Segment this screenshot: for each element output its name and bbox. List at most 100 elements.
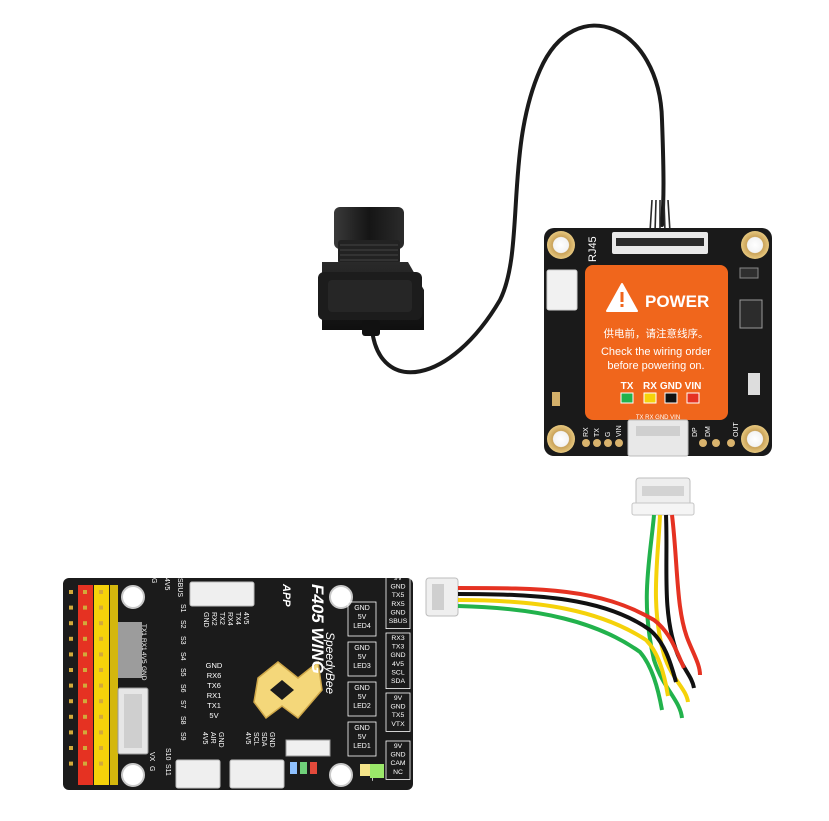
port-label: GND bbox=[390, 752, 405, 759]
vtx-pad-label: G bbox=[605, 432, 612, 437]
connector-pin-labels: TX RX GND VIN bbox=[636, 415, 680, 421]
uart-label: 5V bbox=[209, 711, 218, 720]
header-pin bbox=[83, 683, 87, 688]
header-pin bbox=[99, 746, 103, 750]
header-pin bbox=[83, 699, 87, 704]
pin-color-tx bbox=[620, 392, 634, 404]
vtx-board: POWER 供电前，请注意线序。 Check the wiring order … bbox=[544, 228, 772, 457]
header-pin bbox=[69, 714, 73, 719]
servo-label: S4 bbox=[179, 652, 186, 661]
vtx-pad-label: RX bbox=[583, 427, 590, 437]
header-pin bbox=[99, 668, 103, 672]
servo-label: S7 bbox=[179, 700, 186, 709]
servo-label: S6 bbox=[179, 684, 186, 693]
header-pin bbox=[83, 730, 87, 735]
fc-title: F405 WING bbox=[308, 584, 327, 674]
led-label: 5V bbox=[358, 734, 367, 741]
pin-label-vin: VIN bbox=[685, 381, 702, 392]
header-pin bbox=[99, 683, 103, 688]
header-pin bbox=[69, 699, 73, 704]
pin-label-rx: RX bbox=[643, 381, 657, 392]
vtx-pad bbox=[615, 439, 623, 447]
header-pin bbox=[99, 605, 103, 610]
uart-label: TX2 bbox=[218, 612, 225, 625]
fc-led-w: W bbox=[370, 790, 380, 799]
header-pin bbox=[83, 590, 87, 594]
servo-label: S5 bbox=[179, 668, 186, 677]
uart-label: RX1 bbox=[207, 691, 222, 700]
header-pin bbox=[69, 746, 73, 750]
warning-title: POWER bbox=[645, 292, 709, 311]
led-group-box bbox=[347, 721, 377, 757]
header-pin bbox=[69, 636, 73, 641]
fc-subtitle: APP bbox=[280, 583, 292, 607]
header-pin bbox=[83, 621, 87, 626]
flight-controller-board: F405 WING APP SpeedyBee L W SBUS4V5GTX1R… bbox=[63, 572, 413, 799]
header-pin bbox=[99, 590, 103, 594]
led-label: GND bbox=[354, 645, 370, 652]
port-group-box bbox=[385, 572, 411, 629]
vtx-pad bbox=[593, 439, 601, 447]
connector-label: RJ45 bbox=[587, 236, 599, 262]
header-pin bbox=[83, 636, 87, 641]
uart-label: GND bbox=[202, 612, 209, 628]
port-label: TX3 bbox=[392, 644, 405, 651]
ribbon-wires bbox=[649, 199, 671, 233]
servo-label: S8 bbox=[179, 716, 186, 725]
uart-label: RX4 bbox=[226, 612, 233, 626]
uart-label: TX1 bbox=[140, 624, 147, 636]
header-col-label: G bbox=[150, 578, 157, 583]
pad-label: AIR bbox=[209, 732, 216, 744]
header-pin bbox=[83, 746, 87, 750]
header-pin bbox=[69, 652, 73, 657]
warning-text-en-2: before powering on. bbox=[607, 360, 704, 372]
vtx-label-dm: DM bbox=[705, 426, 712, 437]
header-pin bbox=[83, 605, 87, 610]
led-label: LED2 bbox=[353, 703, 371, 710]
pad-label: SCL bbox=[252, 732, 259, 746]
port-label: SCL bbox=[391, 669, 404, 676]
port-label: NC bbox=[393, 769, 403, 776]
header-pin bbox=[69, 668, 73, 672]
pin-color-gnd bbox=[664, 392, 678, 404]
header-pin bbox=[99, 714, 103, 719]
status-leds bbox=[290, 762, 317, 774]
uart-label: RX2 bbox=[210, 612, 217, 626]
header-pin bbox=[99, 636, 103, 641]
port-label: RX5 bbox=[391, 601, 404, 608]
pin-label-gnd: GND bbox=[660, 381, 682, 392]
four-pin-cable bbox=[425, 477, 702, 719]
led-label: 5V bbox=[358, 654, 367, 661]
port-label: RX3 bbox=[391, 635, 404, 642]
port-group-box bbox=[385, 740, 411, 780]
header-pin bbox=[83, 668, 87, 672]
led-label: GND bbox=[354, 605, 370, 612]
uart-label: GND bbox=[206, 661, 223, 670]
header-pin bbox=[69, 761, 73, 766]
led-label: GND bbox=[354, 725, 370, 732]
pad-label: 4V5 bbox=[244, 732, 251, 745]
header-pin bbox=[69, 683, 73, 688]
pad-label: G bbox=[148, 766, 155, 771]
port-label: SBUS bbox=[389, 618, 408, 625]
servo-label: S9 bbox=[179, 732, 186, 741]
fc-silkscreen-labels: SBUS4V5GTX1RX14V5GNDS1S2S3S4S5S6S7S8S9S1… bbox=[140, 572, 411, 780]
camera-cable bbox=[370, 23, 666, 375]
port-label: TX5 bbox=[392, 712, 405, 719]
vtx-label-dp: DP bbox=[692, 427, 699, 437]
vtx-pad bbox=[582, 439, 590, 447]
fc-brand: SpeedyBee bbox=[323, 632, 337, 694]
vtx-pad-label: TX bbox=[594, 428, 601, 437]
led-group-box bbox=[347, 641, 377, 677]
header-col-label: 4V5 bbox=[163, 578, 170, 591]
header-pin bbox=[83, 761, 87, 766]
warning-text-cn: 供电前，请注意线序。 bbox=[604, 327, 709, 340]
header-pin bbox=[99, 699, 103, 704]
servo-label: S3 bbox=[179, 636, 186, 645]
pin-label-tx: TX bbox=[621, 381, 634, 392]
port-group-box bbox=[385, 692, 411, 732]
header-pin bbox=[99, 652, 103, 657]
uart-label: TX6 bbox=[207, 681, 221, 690]
header-pin bbox=[99, 730, 103, 735]
